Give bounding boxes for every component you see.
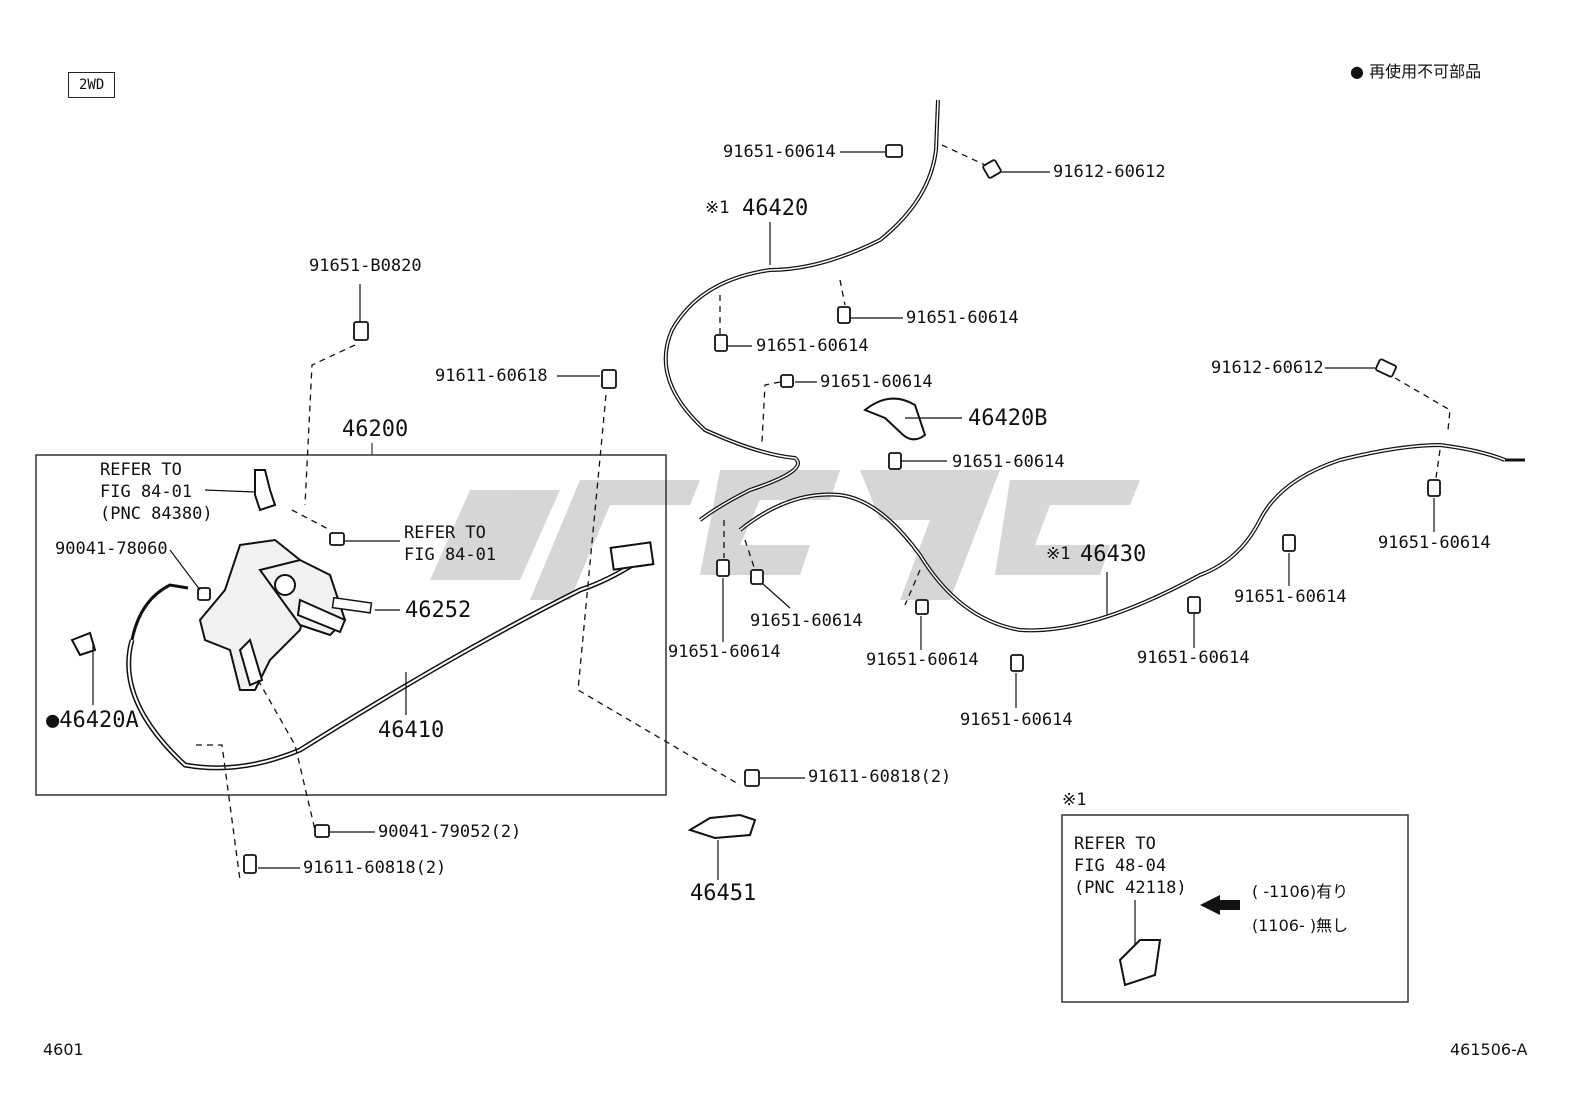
page-code: 4601 xyxy=(43,1040,84,1059)
label-91651-60614-d: 91651-60614 xyxy=(952,452,1065,472)
label-91651-60614-e: 91651-60614 xyxy=(1378,533,1491,553)
bullet-icon: ● xyxy=(1350,62,1364,81)
label-46410: 46410 xyxy=(378,718,445,743)
inset-condition-2: (1106- )無し xyxy=(1252,916,1349,935)
label-91611-60618: 91611-60618 xyxy=(435,366,548,386)
label-91651-60614-h: 91651-60614 xyxy=(866,650,979,670)
legend: ● 再使用不可部品 xyxy=(1350,58,1481,82)
watermark-logo xyxy=(430,470,1140,600)
mark-46430: ※1 xyxy=(1046,544,1071,564)
inset-mark: ※1 xyxy=(1062,790,1087,810)
label-91651-60614-g: 91651-60614 xyxy=(1137,648,1250,668)
label-46252: 46252 xyxy=(405,598,472,623)
label-91651-60614-i: 91651-60614 xyxy=(960,710,1073,730)
fasteners xyxy=(197,144,1441,874)
label-46200: 46200 xyxy=(342,417,409,442)
inset-box xyxy=(1061,814,1409,1003)
label-46420: 46420 xyxy=(742,196,809,221)
variant-tag: 2WD xyxy=(68,72,116,98)
label-91651-60614-f: 91651-60614 xyxy=(1234,587,1347,607)
label-91651-60614-c: 91651-60614 xyxy=(820,372,933,392)
label-91651-60614-j: 91651-60614 xyxy=(750,611,863,631)
mark-46420: ※1 xyxy=(705,198,730,218)
label-91611-60818-left: 91611-60818(2) xyxy=(303,858,447,878)
refer-8401[interactable]: REFER TO FIG 84-01 xyxy=(404,523,497,565)
label-91651-60614-top: 91651-60614 xyxy=(723,142,836,162)
inset-condition-1: ( -1106)有り xyxy=(1252,882,1349,901)
inset-refer[interactable]: REFER TO FIG 48-04 (PNC 42118) xyxy=(1074,834,1187,898)
label-91651-60614-b: 91651-60614 xyxy=(756,336,869,356)
label-91651-60614-k: 91651-60614 xyxy=(668,642,781,662)
label-91612-60612-right: 91612-60612 xyxy=(1211,358,1324,378)
legend-text: 再使用不可部品 xyxy=(1369,62,1482,81)
label-91612-60612-top: 91612-60612 xyxy=(1053,162,1166,182)
label-90041-79052: 90041-79052(2) xyxy=(378,822,522,842)
label-91651-60614-a: 91651-60614 xyxy=(906,308,1019,328)
label-91651-B0820: 91651-B0820 xyxy=(309,256,422,276)
label-46420A: ●46420A xyxy=(46,708,139,733)
label-46420B: 46420B xyxy=(968,406,1048,431)
pedal-assembly xyxy=(198,538,347,691)
label-91611-60818-right: 91611-60818(2) xyxy=(808,767,952,787)
refer-84380[interactable]: REFER TO FIG 84-01 (PNC 84380) xyxy=(100,460,213,524)
label-90041-78060: 90041-78060 xyxy=(55,539,168,559)
assembly-box-46200 xyxy=(35,454,667,796)
label-46430: 46430 xyxy=(1080,542,1147,567)
figure-code: 461506-A xyxy=(1450,1040,1528,1059)
label-46451: 46451 xyxy=(690,881,757,906)
